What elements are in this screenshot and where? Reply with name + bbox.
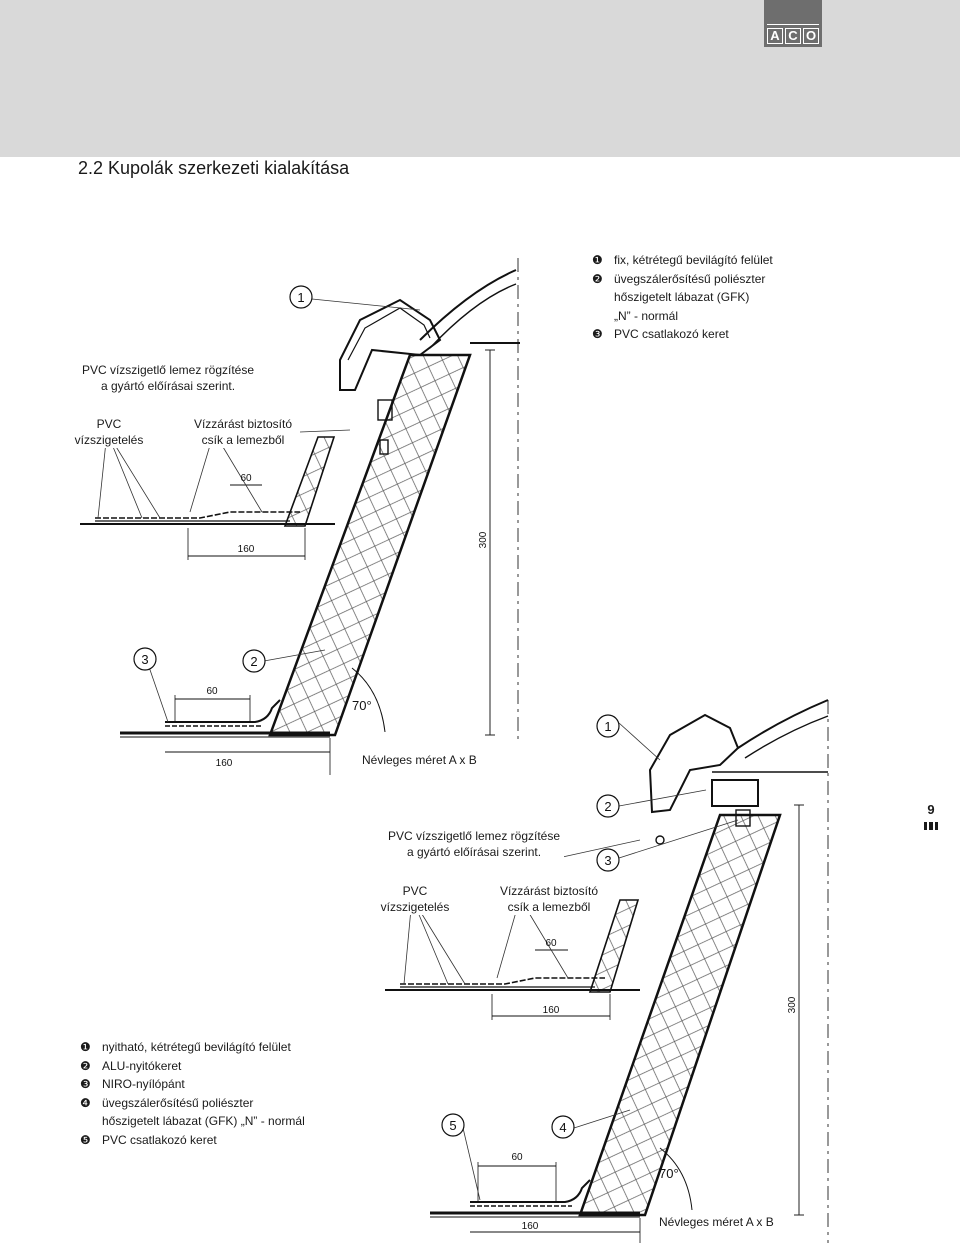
aco-logo: A C O [764, 0, 822, 47]
bottom-dim-60-detail: 60 [545, 938, 557, 949]
top-dim-60: 60 [206, 686, 218, 697]
legend-item: ALU-nyitókeret [102, 1058, 182, 1073]
bottom-callout-3: 3 [604, 853, 611, 868]
top-note-pvc-line1: PVC [96, 417, 122, 431]
top-dim-160-detail: 160 [238, 544, 255, 555]
top-callout-3: 3 [141, 652, 148, 667]
bottom-nominal-size: Névleges méret A x B [659, 1215, 774, 1229]
legend-marker: ❹ [80, 1095, 91, 1110]
top-dim-60-detail: 60 [240, 473, 252, 484]
legend-top: ❶ fix, kétrétegű bevilágító felület ❷ üveg… [592, 251, 773, 344]
chapter-marker [924, 822, 938, 830]
top-callout-2: 2 [250, 654, 257, 669]
logo-rule [767, 24, 819, 25]
top-dome-shell-outer [419, 269, 517, 341]
logo-letter-a: A [767, 28, 783, 44]
top-note-strip-line1: Vízzárást biztosító [193, 417, 293, 431]
legend-marker: ❸ [592, 327, 603, 341]
bottom-note-fixing-line2: a gyártó előírásai szerint. [406, 845, 542, 859]
top-nominal-size: Névleges méret A x B [362, 753, 477, 767]
page-number: 9 [927, 802, 935, 817]
top-upstand-body [268, 353, 472, 737]
legend-item: „N” - normál [614, 308, 679, 323]
top-callout-1: 1 [297, 290, 304, 305]
top-drawing [80, 258, 620, 775]
legend-marker: ❷ [80, 1058, 91, 1073]
top-note-strip: Vízzárást biztosító csík a lemezből [188, 416, 298, 448]
top-detail-upstand [283, 436, 336, 527]
legend-marker: ❺ [80, 1132, 91, 1147]
legend-item: PVC csatlakozó keret [102, 1132, 217, 1147]
bottom-note-strip-line2: csík a lemezből [507, 900, 591, 914]
legend-item: üvegszálerősítésű poliészter [102, 1095, 254, 1110]
bottom-note-pvc-line2: vízszigetelés [380, 900, 450, 914]
top-dim-160: 160 [216, 758, 233, 769]
top-note-fixing: PVC vízszigetlő lemez rögzítése a gyártó… [78, 362, 258, 394]
legend-item: PVC csatlakozó keret [614, 327, 729, 341]
legend-marker: ❸ [80, 1077, 91, 1091]
top-note-pvc: PVC vízszigetelés [74, 416, 144, 448]
legend-item: nyitható, kétrétegű bevilágító felület [102, 1040, 291, 1054]
top-note-fixing-line1: PVC vízszigetlő lemez rögzítése [81, 363, 255, 377]
bottom-drawing [385, 699, 829, 1243]
bottom-callout-4: 4 [559, 1120, 566, 1135]
logo-letter-o: O [803, 28, 819, 44]
bottom-note-strip: Vízzárást biztosító csík a lemezből [494, 883, 604, 915]
bottom-dim-60: 60 [511, 1152, 523, 1163]
bottom-callout-2: 2 [604, 799, 611, 814]
bottom-callout-1: 1 [604, 719, 611, 734]
bottom-dim-160-detail: 160 [543, 1005, 560, 1016]
legend-item: hőszigetelt lábazat (GFK) „N” - normál [102, 1114, 305, 1128]
bottom-note-strip-line1: Vízzárást biztosító [499, 884, 599, 898]
bottom-note-fixing: PVC vízszigetlő lemez rögzítése a gyártó… [384, 828, 564, 860]
bottom-note-fixing-line1: PVC vízszigetlő lemez rögzítése [387, 829, 561, 843]
logo-letter-c: C [785, 28, 801, 44]
legend-item: hőszigetelt lábazat (GFK) [614, 290, 750, 304]
bottom-dim-300: 300 [787, 996, 798, 1013]
legend-item: üvegszálerősítésű poliészter [614, 271, 766, 286]
legend-marker: ❷ [592, 271, 603, 286]
legend-marker: ❶ [80, 1040, 91, 1054]
top-angle: 70° [352, 698, 372, 713]
legend-item: NIRO-nyílópánt [102, 1077, 185, 1091]
bottom-callout-5: 5 [449, 1118, 456, 1133]
legend-marker [80, 1112, 102, 1131]
top-membrane [165, 699, 281, 723]
legend-item: fix, kétrétegű bevilágító felület [614, 253, 773, 267]
bottom-dim-160: 160 [522, 1221, 539, 1232]
bottom-angle: 70° [659, 1166, 679, 1181]
bottom-note-pvc: PVC vízszigetelés [380, 883, 450, 915]
top-note-strip-line2: csík a lemezből [201, 433, 285, 447]
legend-marker [592, 288, 614, 307]
bottom-note-pvc-line1: PVC [402, 884, 428, 898]
legend-marker [592, 307, 614, 326]
top-note-fixing-line2: a gyártó előírásai szerint. [100, 379, 236, 393]
top-dome-shell-inner [429, 283, 517, 349]
top-note-pvc-line2: vízszigetelés [74, 433, 144, 447]
legend-marker: ❶ [592, 253, 603, 267]
top-dim-300: 300 [478, 531, 489, 548]
page-title: 2.2 Kupolák szerkezeti kialakítása [78, 158, 350, 178]
